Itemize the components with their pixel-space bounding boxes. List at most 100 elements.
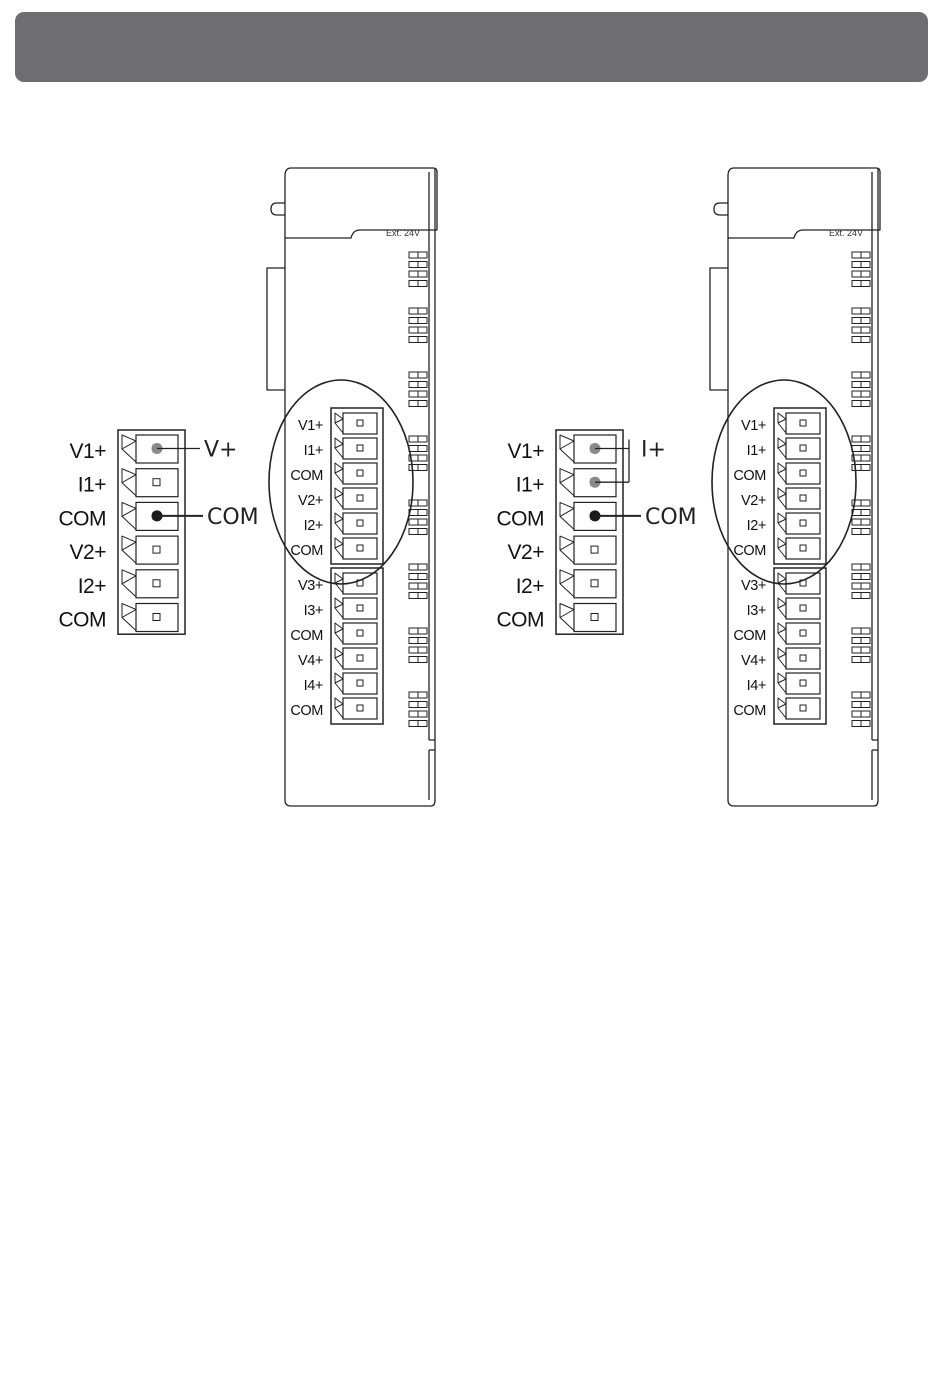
module-pin-label: V4+ [741,653,766,669]
module-pin-label: I4+ [304,678,323,694]
module-pin-label: COM [290,468,323,484]
connector-pin-label: I1+ [78,474,107,497]
annotation-label: I+ [641,438,666,463]
connector-voltage: V1+I1+COMV2+I2+COMV+COM [59,430,259,634]
module-pin-label: V2+ [741,493,766,509]
module-pin-label: COM [290,628,323,644]
annotation-label: COM [645,505,697,530]
io-module-left: Ext. 24VV1+I1+COMV2+I2+COMV3+I3+COMV4+I4… [267,168,437,806]
connector-pin-label: V2+ [508,541,545,564]
connector-socket [574,570,616,598]
ext-24v-label: Ext. 24V [386,228,420,238]
module-rail-step [872,740,878,750]
connector-socket [136,570,178,598]
terminal-socket [343,648,377,669]
connector-socket [136,469,178,497]
terminal-socket [343,413,377,434]
module-pin-label: I2+ [304,518,323,534]
connector-socket [136,536,178,564]
connector-pin-label: I2+ [78,575,107,598]
terminal-socket [343,673,377,694]
module-pin-label: I3+ [304,603,323,619]
terminal-socket [786,673,820,694]
module-pin-label: COM [733,703,766,719]
module-pin-label: COM [290,543,323,559]
terminal-wedge [335,488,343,508]
module-pin-label: COM [290,703,323,719]
connector-pin-label: V1+ [508,440,545,463]
terminal-wedge [778,513,786,533]
terminal-wedge [778,623,786,643]
ext-24v-label: Ext. 24V [829,228,863,238]
connector-pin-label: I1+ [516,474,545,497]
terminal-socket [343,598,377,619]
io-module-right: Ext. 24VV1+I1+COMV2+I2+COMV3+I3+COMV4+I4… [710,168,880,806]
connector-wedge [122,604,136,631]
terminal-socket [786,538,820,559]
module-pin-label: V4+ [298,653,323,669]
connector-pin-label: I2+ [516,575,545,598]
terminal-socket [786,513,820,534]
terminal-wedge [778,488,786,508]
terminal-wedge [778,438,786,458]
terminal-wedge [335,648,343,668]
module-pin-label: V3+ [741,578,766,594]
terminal-wedge [778,598,786,618]
connector-pin-label: COM [497,507,545,530]
terminal-socket [343,438,377,459]
connector-pin-label: COM [497,609,545,632]
terminal-socket [343,623,377,644]
module-pin-label: V3+ [298,578,323,594]
connector-wedge [122,469,136,496]
module-pin-label: COM [733,628,766,644]
connector-wedge [560,570,574,597]
connector-pin-label: V2+ [70,541,107,564]
connector-wedge [122,536,136,563]
connector-wedge [122,435,136,462]
terminal-socket [786,598,820,619]
terminal-socket [343,463,377,484]
terminal-wedge [335,698,343,718]
terminal-wedge [778,463,786,483]
connector-current: V1+ I1+ COM V2+ I2+ COM I+ COM [497,430,697,634]
connector-wedge [560,469,574,496]
module-pin-label: V1+ [741,418,766,434]
terminal-wedge [335,673,343,693]
module-side-rail [267,268,285,390]
terminal-socket [343,698,377,719]
module-pin-label: I1+ [304,443,323,459]
terminal-socket [786,438,820,459]
connector-socket [574,604,616,632]
terminal-socket [786,413,820,434]
module-rail-step [429,740,435,750]
terminal-socket [786,648,820,669]
annotation-label: V+ [204,438,237,463]
connector-wedge [560,435,574,462]
terminal-wedge [778,538,786,558]
terminal-socket [343,513,377,534]
connector-wedge [560,604,574,631]
module-pin-label: I1+ [747,443,766,459]
connector-wedge [122,502,136,529]
module-pin-label: COM [733,468,766,484]
terminal-wedge [778,698,786,718]
terminal-socket [786,623,820,644]
terminal-wedge [335,598,343,618]
terminal-socket [786,698,820,719]
terminal-wedge [335,463,343,483]
connector-pin-label: COM [59,609,107,632]
connector-wedge [560,502,574,529]
connector-socket [136,604,178,632]
module-clip [271,203,285,215]
terminal-wedge [335,513,343,533]
terminal-wedge [335,538,343,558]
module-pin-label: I2+ [747,518,766,534]
connector-wedge [560,536,574,563]
module-clip [714,203,728,215]
terminal-wedge [778,413,786,433]
terminal-socket [786,463,820,484]
module-pin-label: V1+ [298,418,323,434]
module-pin-label: COM [733,543,766,559]
connector-pin-label: V1+ [70,440,107,463]
terminal-socket [343,538,377,559]
